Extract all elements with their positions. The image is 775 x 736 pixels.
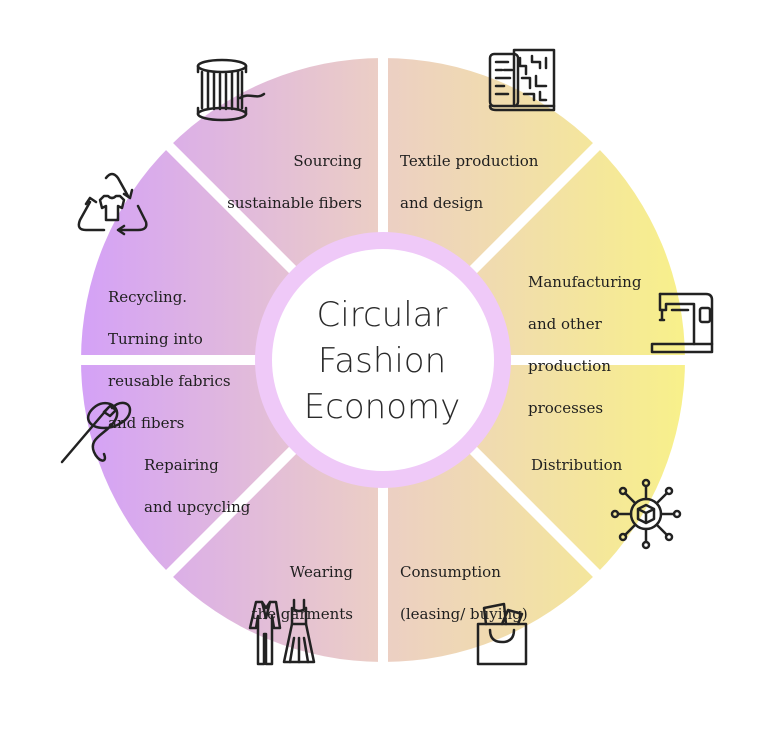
label-manufacturing-line-4: processes bbox=[528, 399, 604, 417]
label-manufacturing-line-1: Manufacturing bbox=[528, 273, 642, 291]
label-consumption-line-1: Consumption bbox=[400, 563, 501, 581]
distribution-network-icon bbox=[610, 478, 682, 555]
label-repairing-line-2: and upcycling bbox=[144, 498, 251, 516]
label-repairing-line-1: Repairing bbox=[144, 456, 219, 474]
fabric-roll-icon bbox=[488, 48, 558, 117]
label-recycling-line-1: Recycling. bbox=[108, 288, 188, 306]
label-repairing: Repairing and upcycling bbox=[144, 434, 250, 539]
label-manufacturing-line-3: production bbox=[528, 357, 611, 375]
shopping-bag-icon bbox=[474, 600, 530, 673]
label-wearing-line-1: Wearing bbox=[289, 563, 353, 581]
label-sourcing-line-1: Sourcing bbox=[293, 152, 362, 170]
label-recycling: Recycling. Turning into reusable fabrics… bbox=[108, 266, 231, 455]
center-title: Circular Fashion Economy bbox=[272, 292, 492, 430]
label-textile-line-1: Textile production bbox=[400, 152, 539, 170]
label-sourcing: Sourcing sustainable fibers bbox=[227, 130, 362, 235]
thread-spool-icon bbox=[194, 58, 266, 127]
label-textile: Textile production and design bbox=[400, 130, 538, 235]
label-wearing: Wearing the garments bbox=[251, 541, 353, 646]
label-distribution: Distribution bbox=[531, 434, 622, 497]
center-title-line-3: Economy bbox=[303, 387, 461, 427]
label-textile-line-2: and design bbox=[400, 194, 484, 212]
center-circle bbox=[272, 249, 494, 471]
label-recycling-line-3: reusable fabrics bbox=[108, 372, 231, 390]
recycle-tshirt-icon bbox=[76, 172, 148, 241]
garments-icon bbox=[248, 598, 316, 673]
sewing-machine-icon bbox=[650, 290, 714, 359]
label-distribution-line-1: Distribution bbox=[531, 456, 623, 474]
center-title-line-1: Circular bbox=[316, 295, 448, 335]
label-recycling-line-2: Turning into bbox=[108, 330, 203, 348]
needle-thread-icon bbox=[58, 398, 134, 473]
center-title-line-2: Fashion bbox=[317, 341, 447, 381]
label-manufacturing-line-2: and other bbox=[528, 315, 602, 333]
label-manufacturing: Manufacturing and other production proce… bbox=[528, 251, 641, 440]
label-sourcing-line-2: sustainable fibers bbox=[227, 194, 362, 212]
